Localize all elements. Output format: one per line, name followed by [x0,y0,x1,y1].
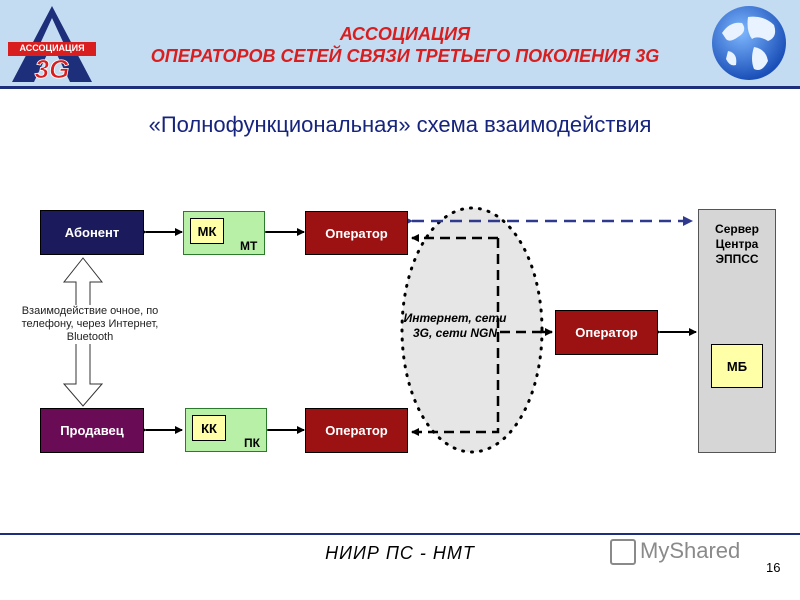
header-band: 3G АССОЦИАЦИЯ АССОЦИАЦИЯ ОПЕРАТОРОВ СЕТЕ… [0,0,800,86]
header-title-line1: АССОЦИАЦИЯ [339,24,471,44]
pc-terminal-box: КК ПК [185,408,267,452]
page-number: 16 [766,560,781,575]
watermark-text: MyShared [640,538,741,563]
mb-box: МБ [711,344,763,388]
header-title-line2: ОПЕРАТОРОВ СЕТЕЙ СВЯЗИ ТРЕТЬЕГО ПОКОЛЕНИ… [150,46,660,66]
interaction-note: Взаимодействие очное, по телефону, через… [20,305,160,344]
kk-chip: КК [192,415,226,441]
operator-bottom-box: Оператор [305,408,408,453]
operator-middle-box: Оператор [555,310,658,355]
slide-subtitle: «Полнофункциональная» схема взаимодейств… [148,112,652,137]
link-bottom-operator-network [411,332,500,436]
server-box: Сервер Центра ЭППСС МБ [698,209,776,453]
seller-box: Продавец [40,408,144,453]
header-divider [0,86,800,89]
svg-text:3G: 3G [35,54,70,84]
watermark: MyShared [610,538,741,566]
network-cloud-label: Интернет, сети 3G, сети NGN [403,311,507,340]
mt-label: МТ [240,239,258,253]
mobile-terminal-box: МК МТ [183,211,265,255]
server-label: Сервер Центра ЭППСС [715,222,759,266]
network-cloud [400,206,544,454]
globe-icon [712,6,786,80]
footer-divider [0,533,800,535]
logo-caption: АССОЦИАЦИЯ [19,43,85,53]
association-3g-logo: 3G [8,6,96,84]
mk-chip: МК [190,218,224,244]
operator-top-box: Оператор [305,211,408,255]
subscriber-box: Абонент [40,210,144,255]
presentation-icon [610,539,636,566]
pk-label: ПК [244,436,260,450]
footer-text: НИИР ПС - НМТ [325,543,475,563]
